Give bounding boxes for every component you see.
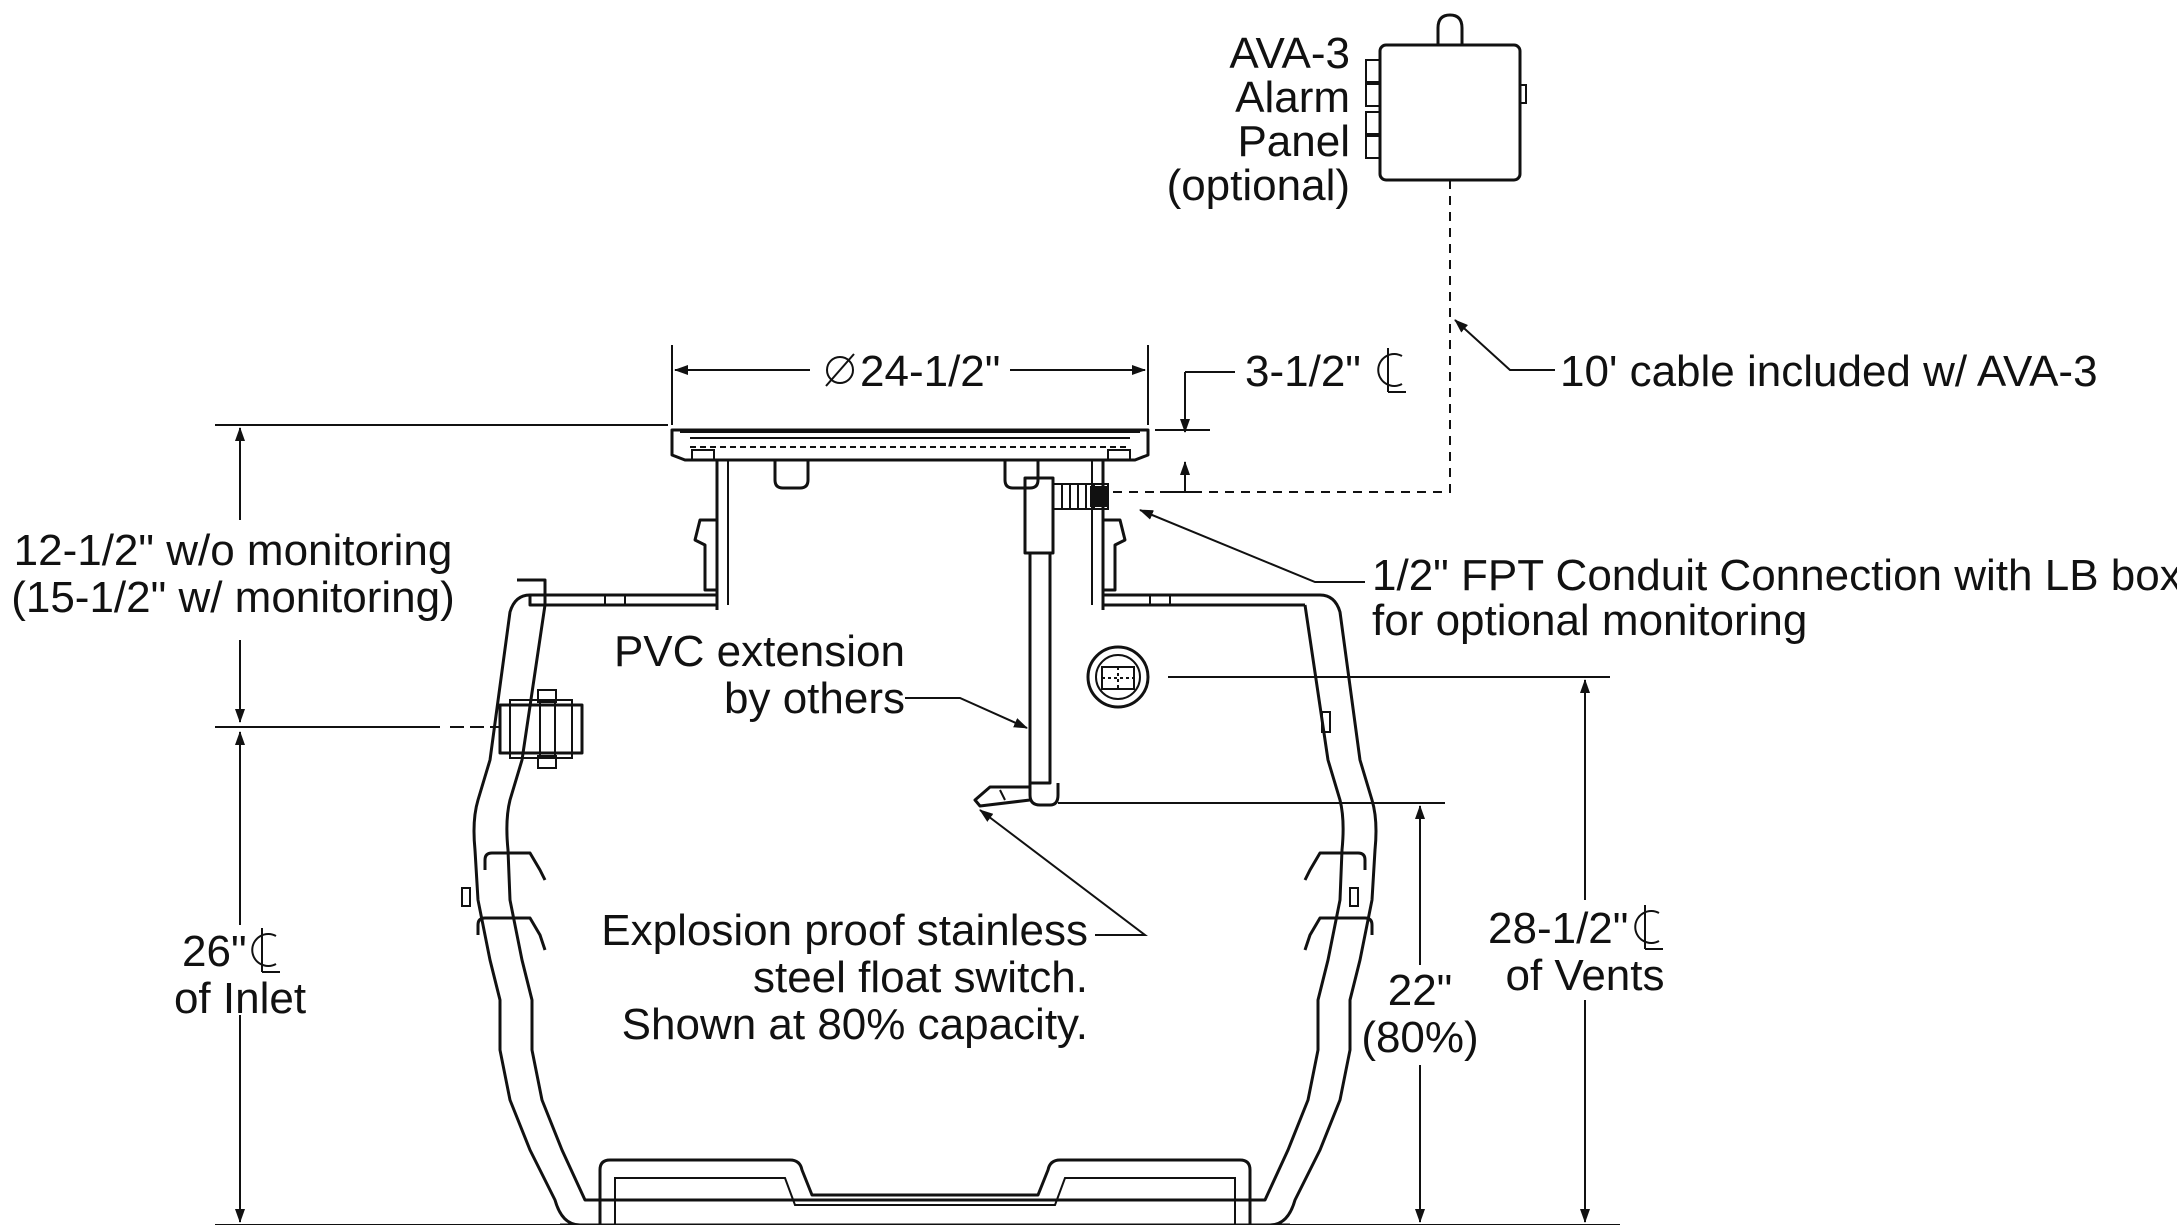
- conduit-label: 1/2" FPT Conduit Connection with LB box: [1372, 551, 2177, 600]
- monitoring-height-label: 12-1/2" w/o monitoring: [14, 526, 453, 575]
- float-switch-label: steel float switch.: [753, 953, 1088, 1002]
- vent-height-label: 28-1/2": [1488, 904, 1628, 953]
- capacity-height-label: 22": [1388, 966, 1453, 1015]
- alarm-panel-label-line: Panel: [1237, 117, 1350, 166]
- dimension-lines: [215, 319, 1620, 1225]
- alarm-panel-label-line: AVA-3: [1229, 29, 1350, 78]
- alarm-panel-label-line: (optional): [1167, 161, 1350, 210]
- diameter-symbol: [825, 353, 855, 387]
- centerline-symbol: [1634, 905, 1663, 950]
- inlet-height-label: 26": [182, 927, 247, 976]
- vent-fitting: [1086, 645, 1150, 709]
- monitoring-height-label: (15-1/2" w/ monitoring): [11, 573, 455, 622]
- lid-riser-label: 3-1/2": [1245, 347, 1361, 396]
- riser-neck: [693, 460, 1127, 610]
- alarm-panel-label-line: Alarm: [1235, 73, 1350, 122]
- centerline-symbol: [251, 928, 280, 973]
- pvc-extension-label: PVC extension: [614, 627, 905, 676]
- alarm-panel: [1365, 13, 1527, 182]
- float-switch-label: Explosion proof stainless: [601, 906, 1088, 955]
- inlet-fitting: [498, 689, 584, 769]
- capacity-height-label: (80%): [1361, 1013, 1478, 1062]
- alarm-panel-label: AVA-3 Alarm Panel (optional): [1167, 29, 1350, 210]
- alarm-cable: [1108, 180, 1451, 493]
- inlet-height-label: of Inlet: [174, 974, 306, 1023]
- float-switch-label: Shown at 80% capacity.: [622, 1000, 1088, 1049]
- centerline-symbol: [1377, 348, 1406, 393]
- tank-lid: [670, 428, 1150, 490]
- tank-body: [461, 578, 1378, 1225]
- monitoring-assembly: [973, 476, 1109, 808]
- pvc-extension-label: by others: [724, 674, 905, 723]
- conduit-label: for optional monitoring: [1372, 596, 1807, 645]
- vent-height-label: of Vents: [1505, 951, 1664, 1000]
- cable-label: 10' cable included w/ AVA-3: [1560, 347, 2098, 396]
- lid-diameter-label: 24-1/2": [860, 347, 1000, 396]
